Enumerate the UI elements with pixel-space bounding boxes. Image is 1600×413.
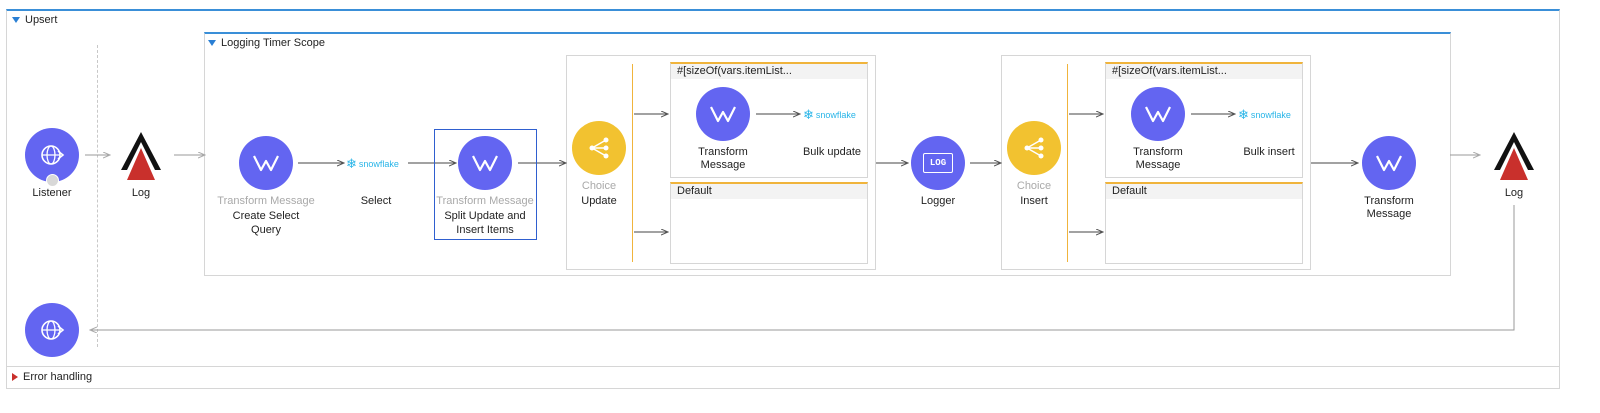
source-badge-icon: [46, 174, 59, 187]
snowflake-brand: snowflake: [1250, 110, 1291, 120]
snowflake-icon: ❄: [346, 156, 357, 171]
globe-icon: [41, 320, 65, 340]
transform-title: Transform Message: [436, 195, 534, 207]
route-condition: #[sizeOf(vars.itemList...: [1106, 64, 1302, 79]
listener-response-node[interactable]: [25, 303, 79, 357]
select-label: Select: [360, 195, 392, 207]
snowflake-icon: ❄: [803, 107, 814, 122]
choice-label: Update: [581, 195, 617, 207]
log-arrow-icon: [121, 132, 161, 180]
route-condition: #[sizeOf(vars.itemList...: [671, 64, 867, 79]
selected-element-box: [434, 129, 537, 240]
select-node[interactable]: ❄ snowflake: [346, 156, 399, 172]
transform-update-node[interactable]: [696, 87, 750, 141]
route-update-default[interactable]: Default: [670, 182, 868, 264]
log-label-1: Log: [131, 187, 151, 199]
logger-label: Logger: [920, 195, 956, 207]
choice-title: Choice: [1016, 180, 1052, 192]
flow-container: [6, 9, 1560, 389]
transform-label-line2: Insert Items: [456, 224, 514, 236]
choice-title: Choice: [581, 180, 617, 192]
choice-label: Insert: [1020, 195, 1048, 207]
dataweave-icon: [1145, 106, 1171, 123]
transform-label-line2: Query: [251, 224, 281, 236]
snowflake-brand: snowflake: [358, 159, 399, 169]
transform-label-line2: Message: [1366, 208, 1412, 220]
bulk-insert-label: Bulk insert: [1243, 146, 1295, 158]
transform-split-node[interactable]: [458, 136, 512, 190]
transform-title: Transform Message: [217, 195, 315, 207]
dataweave-icon: [1376, 155, 1402, 172]
scope-title: Logging Timer Scope: [221, 37, 325, 49]
bulk-update-label: Bulk update: [802, 146, 862, 158]
transform-label-line1: Transform: [698, 146, 748, 158]
dataweave-icon: [472, 155, 498, 172]
listener-label: Listener: [32, 187, 72, 199]
transform-label-line2: Message: [1135, 159, 1181, 171]
logger-node[interactable]: LOG: [911, 136, 965, 190]
snowflake-icon: ❄: [1238, 107, 1249, 122]
transform-label-line1: Transform: [1364, 195, 1414, 207]
error-handling-divider: [7, 366, 1559, 367]
globe-icon: [41, 145, 65, 165]
collapse-triangle-icon[interactable]: [12, 17, 20, 23]
log-icon: LOG: [923, 153, 953, 173]
choice-update-rail: [632, 64, 633, 262]
transform-create-select-node[interactable]: [239, 136, 293, 190]
error-handling-title: Error handling: [23, 371, 93, 383]
log-node-2[interactable]: [1494, 132, 1534, 182]
transform-final-node[interactable]: [1362, 136, 1416, 190]
route-insert-default[interactable]: Default: [1105, 182, 1303, 264]
snowflake-brand: snowflake: [815, 110, 856, 120]
bulk-update-node[interactable]: ❄ snowflake: [803, 107, 856, 123]
scope-header[interactable]: Logging Timer Scope: [208, 37, 325, 49]
choice-icon: [589, 137, 609, 159]
error-handling-header[interactable]: Error handling: [12, 371, 92, 383]
log-arrow-icon: [1494, 132, 1534, 180]
log-badge: LOG: [929, 158, 947, 168]
transform-insert-node[interactable]: [1131, 87, 1185, 141]
transform-label-line1: Create Select: [232, 210, 300, 222]
choice-update-node[interactable]: [572, 121, 626, 175]
listener-node[interactable]: [25, 128, 79, 182]
route-default-label: Default: [671, 184, 867, 199]
expand-triangle-icon[interactable]: [12, 373, 18, 381]
log-node-1[interactable]: [121, 132, 161, 182]
choice-insert-node[interactable]: [1007, 121, 1061, 175]
bulk-insert-node[interactable]: ❄ snowflake: [1238, 107, 1291, 123]
collapse-triangle-icon[interactable]: [208, 40, 216, 46]
log-label-2: Log: [1504, 187, 1524, 199]
choice-icon: [1024, 137, 1044, 159]
choice-insert-rail: [1067, 64, 1068, 262]
dataweave-icon: [253, 155, 279, 172]
transform-label-line1: Split Update and: [444, 210, 526, 222]
flow-title: Upsert: [25, 14, 58, 26]
flow-header[interactable]: Upsert: [12, 14, 57, 26]
source-divider: [97, 45, 98, 347]
transform-label-line1: Transform: [1133, 146, 1183, 158]
dataweave-icon: [710, 106, 736, 123]
transform-label-line2: Message: [700, 159, 746, 171]
route-default-label: Default: [1106, 184, 1302, 199]
